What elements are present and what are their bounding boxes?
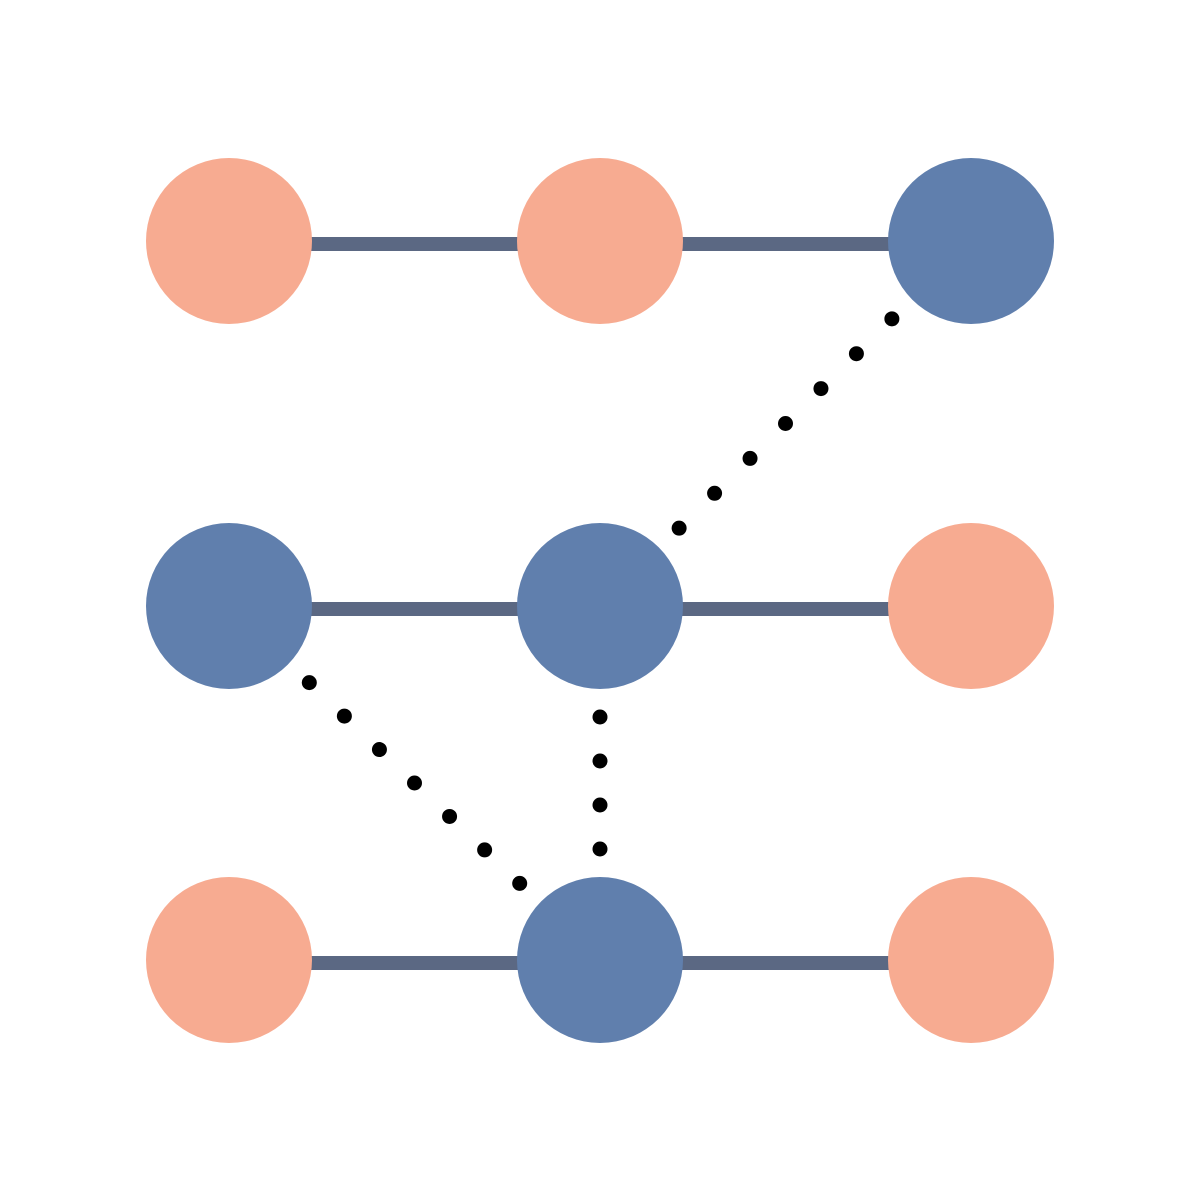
edge-dot	[442, 808, 458, 824]
edge-dot	[707, 485, 723, 501]
node-r2c1-blue	[146, 523, 312, 689]
node-r1c3-blue	[888, 158, 1054, 324]
nodes-group	[146, 158, 1054, 1043]
edge-dot	[592, 797, 608, 813]
node-r2c3-salmon	[888, 523, 1054, 689]
node-r1c1-salmon	[146, 158, 312, 324]
edge-dot	[671, 520, 687, 536]
edge-dot	[407, 775, 422, 791]
edge-dot	[848, 346, 864, 362]
dotted-edge-r2c2-r3c2	[592, 709, 608, 857]
edge-dot	[884, 311, 900, 327]
edge-dot	[778, 416, 793, 431]
edge-dot	[592, 753, 608, 769]
edge-dot	[371, 742, 387, 758]
dotted-edge-r1c3-r2c2	[671, 311, 900, 536]
edge-dot	[477, 842, 493, 858]
node-r2c2-blue	[517, 523, 683, 689]
dotted-edge-r2c1-r3c2	[301, 675, 528, 891]
edge-dot	[742, 450, 758, 466]
dotted-edges-group	[301, 311, 900, 891]
edge-dot	[512, 875, 528, 891]
node-r3c3-salmon	[888, 877, 1054, 1043]
node-r1c2-salmon	[517, 158, 683, 324]
node-r3c2-blue	[517, 877, 683, 1043]
edge-dot	[336, 708, 352, 724]
edge-dot	[301, 675, 317, 691]
edge-dot	[592, 841, 608, 857]
node-r3c1-salmon	[146, 877, 312, 1043]
edge-dot	[813, 381, 829, 397]
edge-dot	[592, 709, 608, 725]
